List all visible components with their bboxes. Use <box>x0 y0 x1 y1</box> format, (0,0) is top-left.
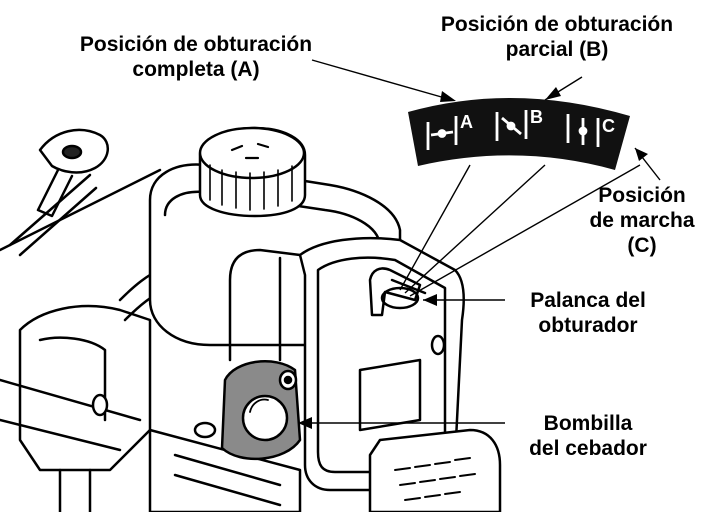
label-choke-lever: Palanca del obturador <box>508 288 668 338</box>
choke-full-symbol <box>426 116 458 150</box>
leader-lever-a <box>399 164 471 291</box>
label-full-choke-line2: completa (A) <box>132 58 260 81</box>
label-choke-lever-line2: obturador <box>538 314 638 337</box>
run-symbol <box>566 114 600 147</box>
decal-letter-c: C <box>602 116 615 136</box>
choke-decal: A B C <box>408 97 630 170</box>
label-run-position: Posición de marcha (C) <box>577 183 707 258</box>
label-choke-lever-line1: Palanca del <box>530 289 646 312</box>
label-primer-bulb-line2: del cebador <box>529 437 647 460</box>
label-partial-choke-line1: Posición de obturación <box>440 13 674 36</box>
fuel-cap <box>198 126 307 218</box>
label-partial-choke-line2: parcial (B) <box>505 38 609 61</box>
leader-full-choke <box>311 59 453 101</box>
arrowheads <box>298 87 648 429</box>
decal-letter-b: B <box>530 107 543 127</box>
leader-lever-b <box>404 164 546 294</box>
label-primer-bulb: Bombilla del cebador <box>508 411 668 461</box>
leader-lines <box>300 59 661 424</box>
label-full-choke: Posición de obturación completa (A) <box>52 32 340 82</box>
label-full-choke-line1: Posición de obturación <box>79 33 313 56</box>
label-primer-bulb-line1: Bombilla <box>543 412 633 435</box>
engine-lower-block <box>0 304 152 514</box>
label-run-line3: (C) <box>627 234 657 257</box>
label-run-line2: de marcha <box>589 209 695 232</box>
carburetor-housing <box>228 236 465 492</box>
choke-partial-symbol <box>495 110 528 141</box>
label-partial-choke: Posición de obturación parcial (B) <box>413 12 701 62</box>
handle-grip <box>8 128 109 257</box>
primer-bulb[interactable] <box>220 360 302 461</box>
label-run-line1: Posición <box>598 184 686 207</box>
lower-housing <box>368 428 502 514</box>
decal-letter-a: A <box>460 112 473 132</box>
leader-lever-c <box>409 164 641 297</box>
